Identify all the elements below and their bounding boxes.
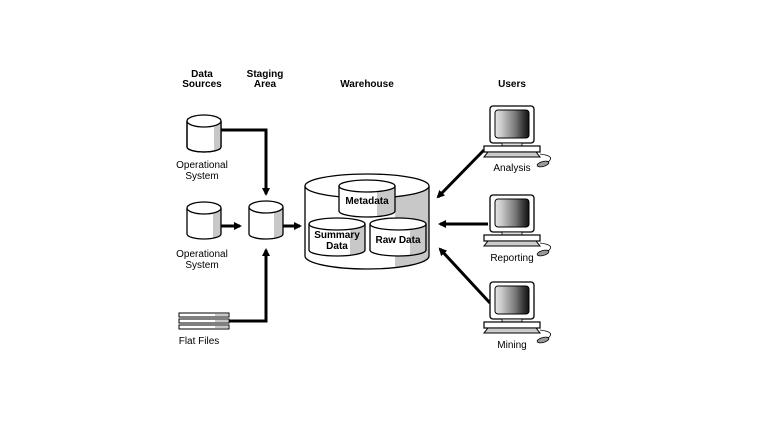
summary-data-label-line2: Data (326, 241, 348, 252)
raw-data-db-icon (369, 217, 427, 257)
user-mining-label: Mining (497, 340, 526, 351)
computer-icon (482, 105, 552, 168)
user-analysis-label: Analysis (493, 163, 530, 174)
computer-icon (482, 281, 552, 344)
raw-data-label: Raw Data (375, 235, 420, 246)
header-staging-area-line2: Area (254, 79, 277, 90)
source-1-label-line2: System (185, 171, 218, 182)
staging-area-db-icon (248, 200, 284, 240)
arrow-analysis-to-warehouse (436, 148, 486, 199)
source-2-label-line1: Operational (176, 249, 228, 260)
flat-files-icon (178, 312, 230, 330)
operational-system-db-icon (186, 201, 222, 240)
metadata-label: Metadata (345, 196, 389, 207)
source-3-label: Flat Files (179, 336, 220, 347)
header-data-sources-line1: Data (191, 69, 213, 80)
header-warehouse: Warehouse (340, 79, 394, 90)
header-data-sources-line2: Sources (182, 79, 222, 90)
computer-icon (482, 194, 552, 257)
header-users: Users (498, 79, 526, 90)
source-1-label-line1: Operational (176, 160, 228, 171)
source-2-label-line2: System (185, 260, 218, 271)
summary-data-label-line1: Summary (314, 230, 360, 241)
header-staging-area-line1: Staging (247, 69, 284, 80)
arrow-flatfiles-to-staging (229, 248, 270, 323)
summary-data-db-icon (308, 217, 366, 257)
operational-system-db-icon (186, 114, 222, 153)
arrow-source1-to-staging (221, 128, 270, 196)
arrow-mining-to-warehouse (438, 247, 492, 305)
user-reporting-label: Reporting (490, 253, 533, 264)
metadata-db-icon (338, 179, 396, 218)
